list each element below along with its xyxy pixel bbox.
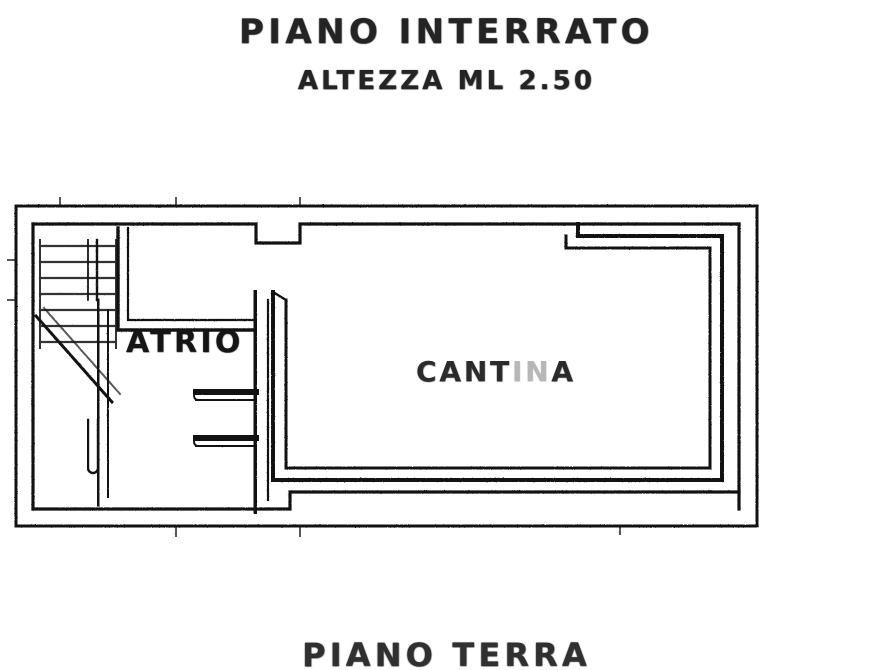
page-subtitle-altezza: ALTEZZA ML 2.50 xyxy=(297,66,596,96)
page-title-piano-interrato: PIANO INTERRATO xyxy=(238,12,655,52)
cantina-label-faded: IN xyxy=(511,355,552,388)
outer-perimeter-wall xyxy=(14,204,759,528)
room-label-atrio: ATRIO xyxy=(126,325,244,360)
room-label-cantina: CANTINA xyxy=(416,355,576,388)
inner-perimeter-wall xyxy=(31,222,741,511)
staircase-treads xyxy=(38,239,118,349)
atrio-partition-wall xyxy=(253,290,270,514)
cantina-label-start: CANT xyxy=(416,355,512,388)
page-caption-piano-terra: PIANO TERRA xyxy=(302,636,591,670)
atrio-stub-walls xyxy=(193,389,259,448)
dimension-tick-marks xyxy=(7,197,621,537)
bottom-left-closet xyxy=(86,418,100,475)
cantina-label-end: A xyxy=(551,355,576,388)
lower-left-wall xyxy=(96,298,109,507)
room-cantina-walls xyxy=(271,222,724,482)
stair-enclosure-walls xyxy=(87,226,257,332)
